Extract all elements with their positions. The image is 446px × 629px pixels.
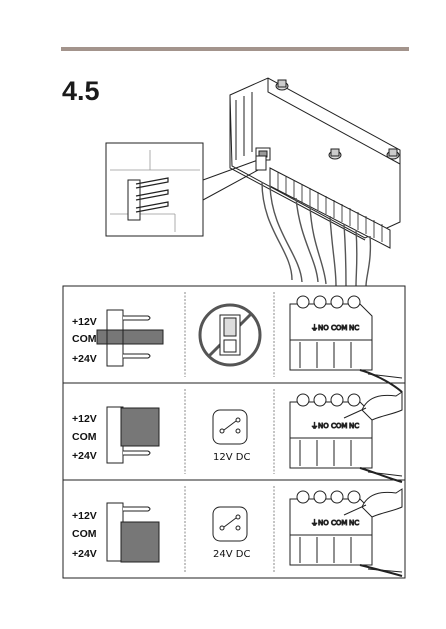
terminal-label-no: NO (318, 422, 329, 430)
label-plus24v: +24V (72, 353, 97, 365)
terminal-label-ground: ⏚ (311, 519, 318, 527)
terminal-label-com: COM (331, 422, 347, 430)
row-2: +12V COM +24V 12V DC ⏚ NO COM NC (72, 391, 403, 483)
jumper (120, 521, 160, 563)
row-3: +12V COM +24V 24V DC ⏚ NO COM NC (72, 488, 403, 577)
jumper (96, 329, 164, 345)
label-plus12v: +12V (72, 413, 97, 425)
section-number: 4.5 (62, 76, 100, 106)
voltage-caption: 12V DC (213, 452, 250, 463)
config-table (62, 285, 406, 579)
label-com: COM (72, 528, 97, 540)
label-plus12v: +12V (72, 510, 97, 522)
terminal-label-com: COM (331, 519, 347, 527)
terminal-label-nc: NC (349, 422, 359, 430)
terminal-label-no: NO (318, 324, 329, 332)
terminal-label-nc: NC (349, 324, 359, 332)
label-com: COM (72, 431, 97, 443)
device-illustration (229, 77, 401, 287)
terminal-block: ⏚ NO COM NC (289, 490, 403, 577)
label-com: COM (72, 333, 97, 345)
row-1: +12V COM +24V ⏚ NO COM NC (72, 295, 403, 393)
hand-icon (343, 488, 403, 518)
label-plus24v: +24V (72, 548, 97, 560)
switch-icon (212, 506, 248, 542)
inset-detail (105, 142, 267, 237)
jumper (120, 407, 160, 447)
terminal-block: ⏚ NO COM NC (289, 295, 403, 393)
terminal-block: ⏚ NO COM NC (289, 393, 403, 483)
terminal-label-ground: ⏚ (311, 324, 318, 332)
header-pins (96, 309, 164, 367)
no-jumper-icon (198, 303, 262, 367)
label-plus12v: +12V (72, 316, 97, 328)
label-plus24v: +24V (72, 450, 97, 462)
terminal-label-com: COM (331, 324, 347, 332)
header-rule (61, 47, 409, 51)
header-pins (106, 502, 160, 563)
header-pins (106, 406, 160, 464)
switch-icon (212, 409, 248, 445)
voltage-caption: 24V DC (213, 549, 250, 560)
terminal-label-no: NO (318, 519, 329, 527)
terminal-label-ground: ⏚ (311, 422, 318, 430)
terminal-label-nc: NC (349, 519, 359, 527)
hand-icon (343, 391, 403, 421)
